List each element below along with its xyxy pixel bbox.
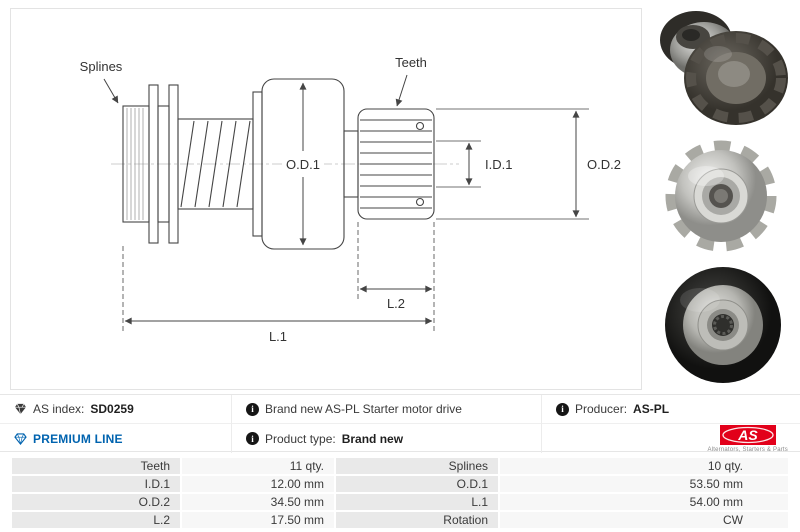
teeth-pointer-arrow <box>395 74 408 107</box>
spec-label: O.D.1 <box>336 476 498 492</box>
info-icon: i <box>556 402 569 416</box>
as-pl-logo: AS Alternators, Starters & Parts <box>707 424 789 453</box>
producer-value: AS-PL <box>633 402 670 416</box>
spec-value: 10 qty. <box>500 458 788 474</box>
producer-label: Producer: <box>575 402 628 416</box>
product-type-label: Product type: <box>265 431 336 446</box>
label-splines: Splines <box>80 59 123 74</box>
premium-line-label: PREMIUM LINE <box>33 431 123 446</box>
spec-label: I.D.1 <box>12 476 180 492</box>
spec-row: I.D.1 12.00 mm O.D.1 53.50 mm <box>12 476 788 492</box>
spec-value: CW <box>500 512 788 528</box>
spec-value: 54.00 mm <box>500 494 788 510</box>
splines-pointer-arrow <box>103 78 119 104</box>
as-index-label: AS index: <box>33 402 85 416</box>
label-od2: O.D.2 <box>587 157 621 172</box>
technical-drawing-panel: Splines Teeth O.D.1 I.D.1 O.D.2 L.2 L.1 <box>10 8 642 390</box>
label-od1: O.D.1 <box>286 157 320 172</box>
part-outline <box>122 78 435 250</box>
spec-value: 17.50 mm <box>182 512 334 528</box>
info-icon: i <box>246 402 259 416</box>
product-info-strip: AS index: SD0259 i Brand new AS-PL Start… <box>0 394 800 453</box>
product-photo-angled[interactable] <box>648 4 798 131</box>
as-pl-logo-mark: AS <box>719 424 776 445</box>
premium-gem-icon <box>14 432 27 445</box>
product-photo-column <box>648 4 798 392</box>
as-index-value: SD0259 <box>90 402 134 416</box>
pinion-gear <box>357 108 435 220</box>
spec-row: O.D.2 34.50 mm L.1 54.00 mm <box>12 494 788 510</box>
spec-label: Splines <box>336 458 498 474</box>
logo-tagline: Alternators, Starters & Parts <box>707 446 788 453</box>
product-photo-back[interactable] <box>648 262 798 389</box>
dimension-labels: Splines Teeth O.D.1 I.D.1 O.D.2 L.2 L.1 <box>80 55 621 344</box>
product-photo-front[interactable] <box>648 133 798 260</box>
dimension-lines <box>103 74 589 331</box>
spec-label: Teeth <box>12 458 180 474</box>
product-type: i Product type: Brand new <box>232 424 542 453</box>
spec-value: 12.00 mm <box>182 476 334 492</box>
label-l2: L.2 <box>387 296 405 311</box>
premium-line: PREMIUM LINE <box>0 424 232 453</box>
info-icon: i <box>246 432 259 445</box>
product-description: i Brand new AS-PL Starter motor drive <box>232 395 542 424</box>
spec-value: 11 qty. <box>182 458 334 474</box>
gear-teeth-lines <box>360 119 432 209</box>
spec-row: Teeth 11 qty. Splines 10 qty. <box>12 458 788 474</box>
producer: i Producer: AS-PL <box>542 395 800 424</box>
logo-text: AS <box>737 427 758 443</box>
spec-table: Teeth 11 qty. Splines 10 qty. I.D.1 12.0… <box>10 456 790 530</box>
spec-label: O.D.2 <box>12 494 180 510</box>
spec-value: 53.50 mm <box>500 476 788 492</box>
product-type-value: Brand new <box>341 431 404 446</box>
spec-row: L.2 17.50 mm Rotation CW <box>12 512 788 528</box>
label-teeth: Teeth <box>395 55 427 70</box>
gem-icon <box>14 403 27 415</box>
as-index: AS index: SD0259 <box>0 395 232 424</box>
technical-drawing: Splines Teeth O.D.1 I.D.1 O.D.2 L.2 L.1 <box>80 55 621 344</box>
spline-hatching <box>126 108 144 220</box>
od1-label-backing <box>282 155 324 172</box>
spec-value: 34.50 mm <box>182 494 334 510</box>
spec-label: L.1 <box>336 494 498 510</box>
label-id1: I.D.1 <box>485 157 512 172</box>
brand-logo-cell: AS Alternators, Starters & Parts <box>542 424 800 453</box>
spec-label: L.2 <box>12 512 180 528</box>
spec-label: Rotation <box>336 512 498 528</box>
description-text: Brand new AS-PL Starter motor drive <box>265 402 462 416</box>
label-l1: L.1 <box>269 329 287 344</box>
